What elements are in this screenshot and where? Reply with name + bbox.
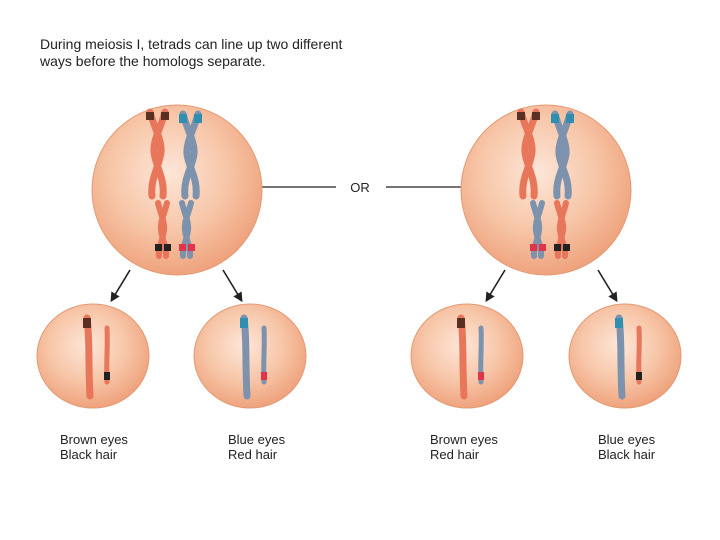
hair-trait: Black hair (60, 447, 118, 462)
outcome-label-4: Blue eyes Black hair (598, 432, 655, 462)
daughter-cell-2 (193, 303, 307, 409)
eye-trait: Blue eyes (598, 432, 656, 447)
large-chromosome-pair (517, 108, 574, 200)
daughter-cell-3 (410, 303, 524, 409)
parent-cell-arrangement-2 (460, 104, 632, 276)
eye-trait: Blue eyes (228, 432, 286, 447)
hair-trait: Red hair (228, 447, 278, 462)
down-arrow-icon (485, 269, 506, 303)
or-label: OR (350, 180, 370, 195)
small-chromosome-pair (155, 200, 195, 259)
daughter-cell-1 (36, 303, 150, 409)
eye-trait: Brown eyes (430, 432, 498, 447)
large-chromosome-pair (146, 108, 202, 200)
hair-trait: Black hair (598, 447, 656, 462)
down-arrow-icon (110, 269, 131, 303)
outcome-label-3: Brown eyes Red hair (430, 432, 498, 462)
down-arrow-icon (222, 269, 243, 303)
down-arrow-icon (597, 269, 618, 303)
daughter-cell-4 (568, 303, 682, 409)
outcome-label-1: Brown eyes Black hair (60, 432, 128, 462)
small-chromosome-pair (530, 200, 570, 259)
parent-cell-arrangement-1 (91, 104, 263, 276)
outcome-label-2: Blue eyes Red hair (228, 432, 285, 462)
hair-trait: Red hair (430, 447, 480, 462)
diagram-caption: During meiosis I, tetrads can line up tw… (40, 36, 343, 69)
eye-trait: Brown eyes (60, 432, 128, 447)
